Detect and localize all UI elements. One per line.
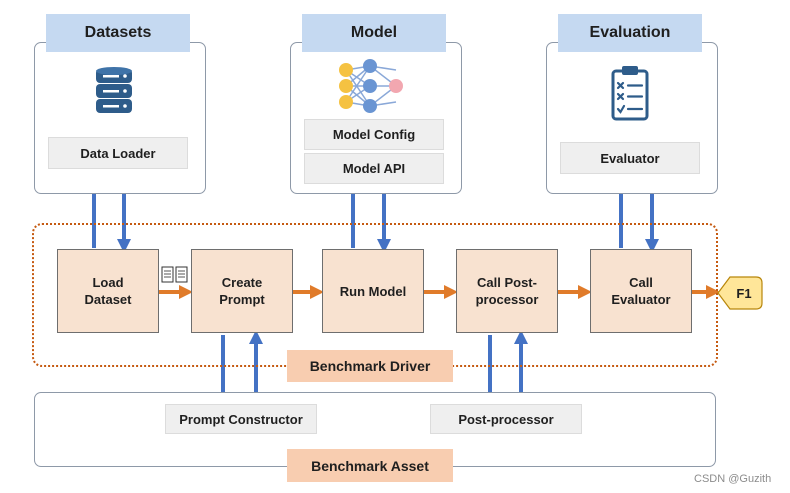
model-api-box: Model API <box>304 153 444 184</box>
documents-icon <box>161 266 189 284</box>
database-icon <box>92 65 136 119</box>
benchmark-asset-label: Benchmark Asset <box>287 449 453 482</box>
stage-call-post-processor: Call Post- processor <box>456 249 558 333</box>
stage-run-model: Run Model <box>322 249 424 333</box>
output-tag: F1 <box>716 275 764 311</box>
datasets-title: Datasets <box>46 14 190 52</box>
model-title: Model <box>302 14 446 52</box>
output-label: F1 <box>736 285 752 301</box>
benchmark-driver-label: Benchmark Driver <box>287 350 453 382</box>
stage-load-dataset: Load Dataset <box>57 249 159 333</box>
post-processor-box: Post-processor <box>430 404 582 434</box>
stage-create-prompt: Create Prompt <box>191 249 293 333</box>
evaluation-title: Evaluation <box>558 14 702 52</box>
prompt-constructor-box: Prompt Constructor <box>165 404 317 434</box>
evaluator-box: Evaluator <box>560 142 700 174</box>
data-loader-box: Data Loader <box>48 137 188 169</box>
neural-network-icon <box>336 58 408 114</box>
watermark: CSDN @Guzith <box>694 473 772 485</box>
clipboard-checklist-icon <box>610 64 650 122</box>
stage-call-evaluator: Call Evaluator <box>590 249 692 333</box>
model-config-box: Model Config <box>304 119 444 150</box>
